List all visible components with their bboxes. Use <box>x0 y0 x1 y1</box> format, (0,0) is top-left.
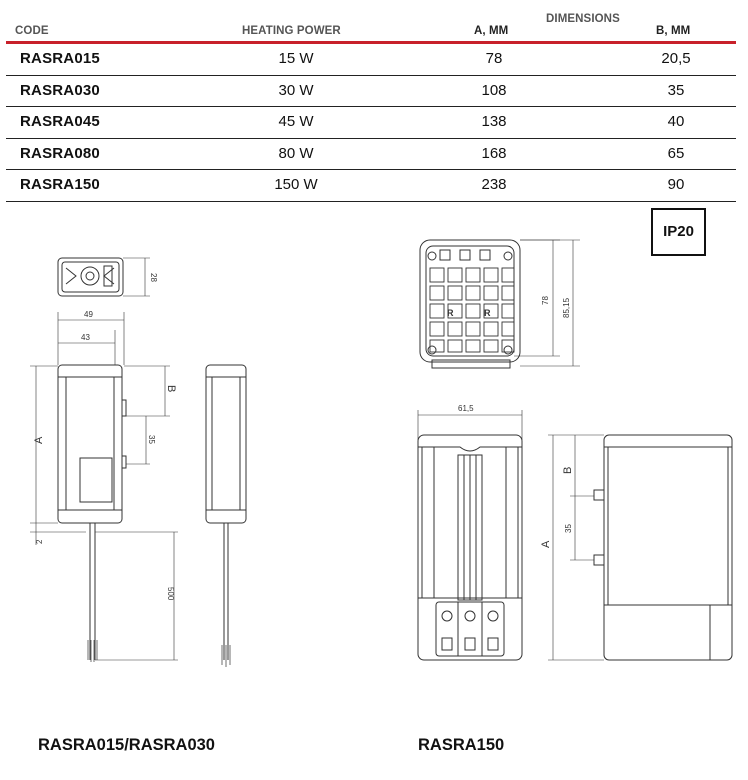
table-row: RASRA030 30 W 108 35 <box>6 76 736 107</box>
header-divider <box>6 41 736 44</box>
header-a-mm: A, MM <box>474 25 509 37</box>
table-header: CODE HEATING POWER DIMENSIONS A, MM B, M… <box>0 0 748 44</box>
cell-a: 168 <box>481 144 507 162</box>
cell-power: 150 W <box>274 176 318 193</box>
ip-rating-badge: IP20 <box>651 208 706 256</box>
dim-width-body-label: 43 <box>81 333 90 342</box>
cell-a: 238 <box>481 176 507 193</box>
cell-b: 35 <box>667 81 685 99</box>
dim-spacing-label: 35 <box>147 435 156 444</box>
header-b-mm: B, MM <box>656 25 691 37</box>
dim-height-inner-label: 78 <box>541 296 550 305</box>
header-heating-power: HEATING POWER <box>242 25 341 37</box>
header-dimensions: DIMENSIONS <box>546 13 620 25</box>
technical-drawings: 28 49 43 A B 35 2 500 78 85,15 61,5 A B … <box>30 239 733 667</box>
cell-code: RASRA045 <box>20 113 100 130</box>
grid-r-right-label: R <box>484 308 491 318</box>
right-top-view <box>419 239 580 369</box>
left-front-view <box>205 364 247 667</box>
left-side-view <box>30 312 178 662</box>
cell-code: RASRA015 <box>20 50 100 67</box>
right-side-view <box>548 434 733 661</box>
dim-height-total-label: 85,15 <box>562 297 571 318</box>
cell-code: RASRA150 <box>20 176 100 193</box>
cell-b: 65 <box>667 144 685 162</box>
dim-spacing-label: 35 <box>564 524 573 533</box>
grid-r-left-label: R <box>447 308 454 318</box>
cell-code: RASRA030 <box>20 81 100 99</box>
dim-a-label: A <box>33 436 45 444</box>
cell-b: 90 <box>667 176 685 193</box>
cell-power: 15 W <box>278 50 314 67</box>
spec-table: RASRA015 15 W 78 20,5 RASRA030 30 W 108 … <box>6 44 736 202</box>
right-front-view <box>417 410 523 661</box>
cell-a: 78 <box>485 50 503 67</box>
table-row: RASRA150 150 W 238 90 <box>6 170 736 202</box>
cell-code: RASRA080 <box>20 144 100 162</box>
cell-b: 20,5 <box>661 50 691 67</box>
dim-b-label: B <box>562 467 574 474</box>
cell-a: 138 <box>481 113 507 130</box>
cell-a: 108 <box>481 81 507 99</box>
dim-cable-label: 500 <box>166 587 175 601</box>
dim-width-total-label: 49 <box>84 310 93 319</box>
caption-left-model: RASRA015/RASRA030 <box>38 736 215 754</box>
dim-offset-label: 2 <box>35 539 44 544</box>
dim-depth-label: 28 <box>149 273 158 282</box>
caption-right-model: RASRA150 <box>418 736 505 754</box>
table-row: RASRA045 45 W 138 40 <box>6 107 736 139</box>
cell-power: 30 W <box>278 81 314 99</box>
table-row: RASRA015 15 W 78 20,5 <box>6 44 736 76</box>
header-code: CODE <box>15 25 49 37</box>
cell-power: 80 W <box>278 144 314 162</box>
dim-b-label: B <box>165 385 177 392</box>
dim-width-label: 61,5 <box>458 404 474 413</box>
table-row: RASRA080 80 W 168 65 <box>6 139 736 170</box>
cell-b: 40 <box>667 113 685 130</box>
left-top-view <box>57 257 150 297</box>
cell-power: 45 W <box>278 113 314 130</box>
dim-a-label: A <box>540 540 552 548</box>
